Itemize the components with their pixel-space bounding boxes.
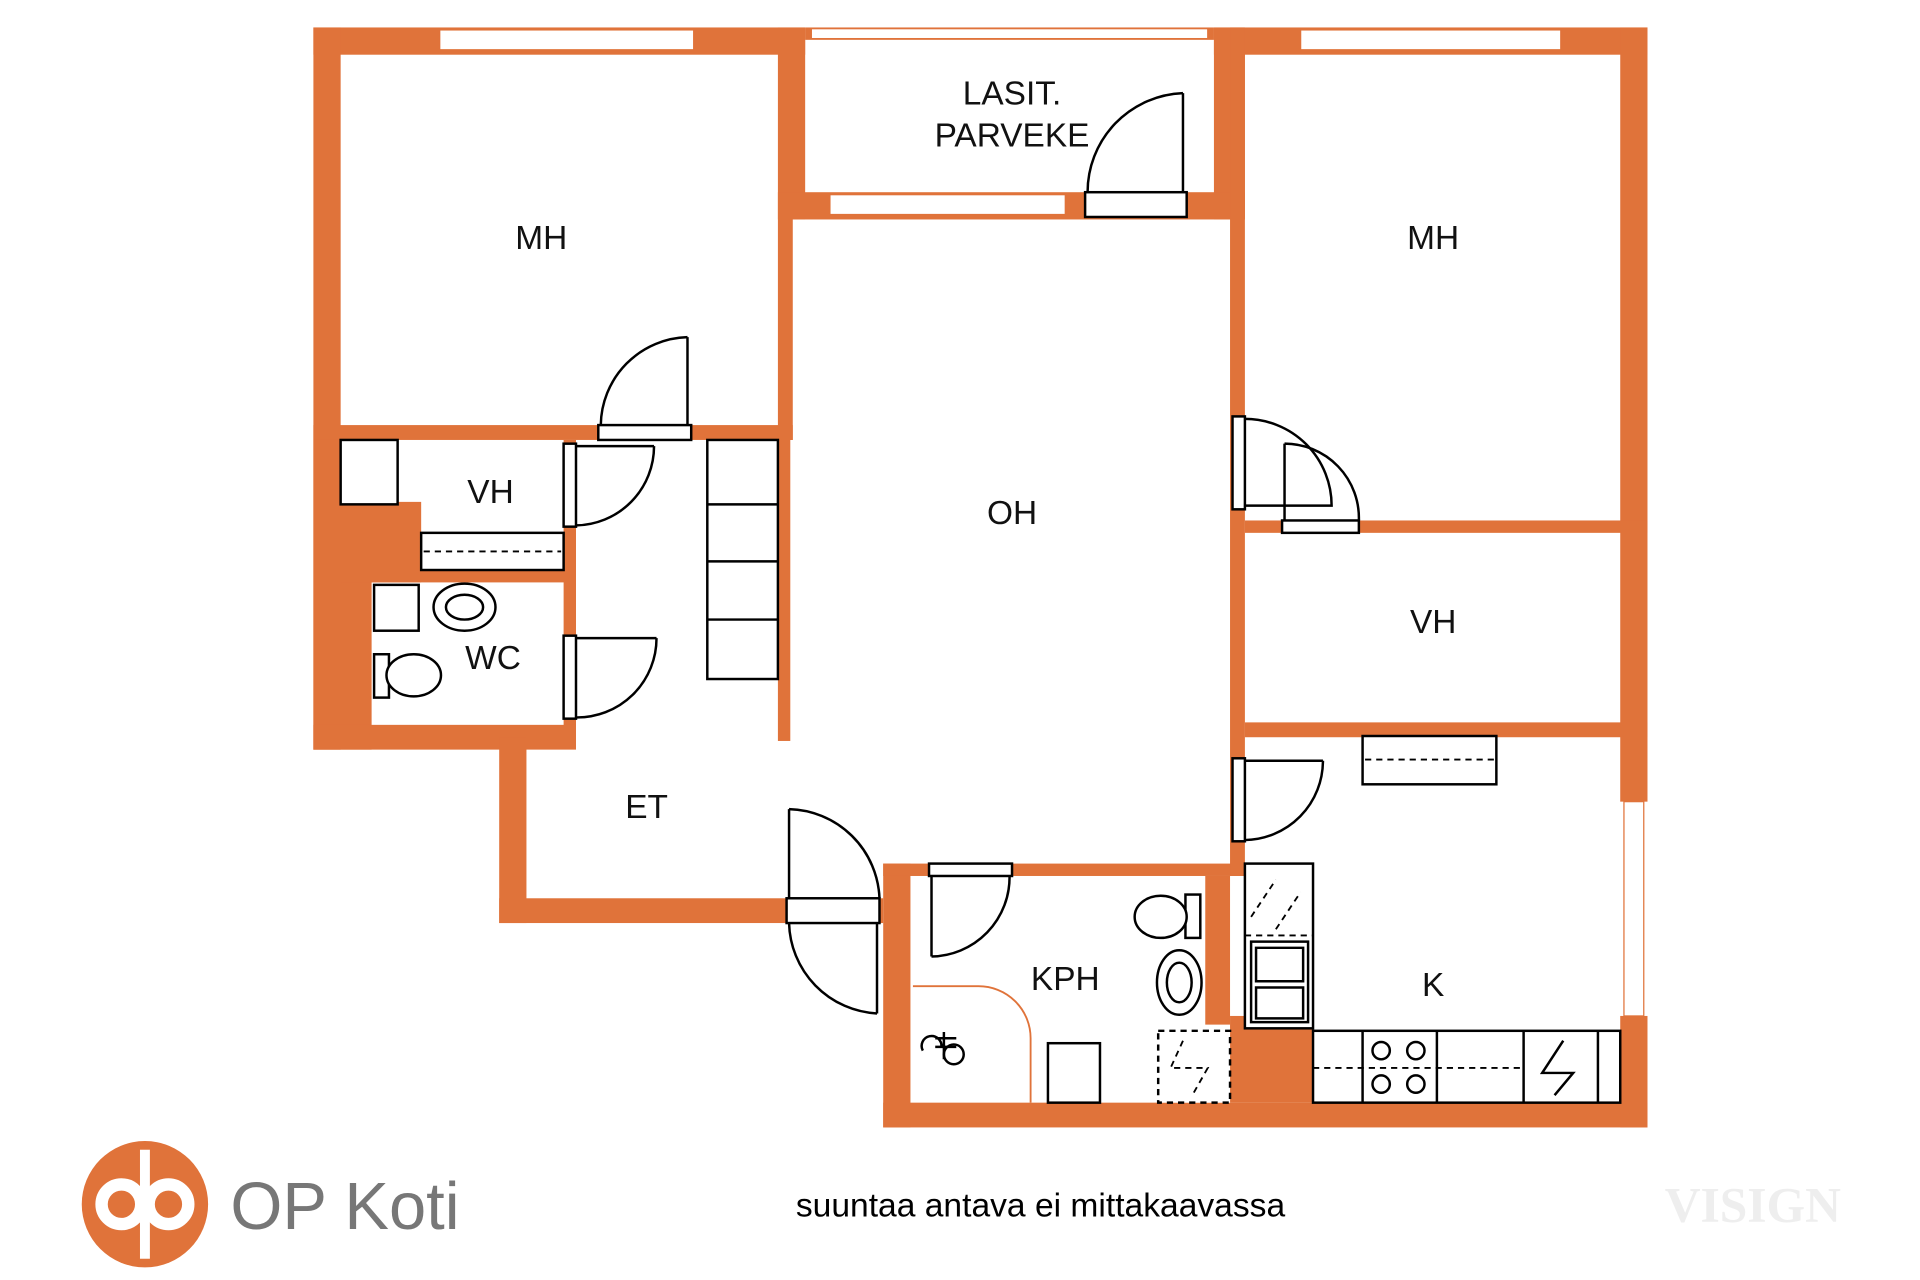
walls — [313, 27, 1648, 1128]
room-label-k: K — [1422, 967, 1444, 1004]
room-label-balcony-1: LASIT. — [963, 75, 1062, 112]
visign-watermark: VISIGN — [1665, 1178, 1841, 1233]
room-label-oh: OH — [987, 495, 1037, 532]
scale-disclaimer: suuntaa antava ei mittakaavassa — [796, 1188, 1286, 1225]
windows — [439, 28, 1645, 1017]
room-label-mh-right: MH — [1407, 220, 1459, 257]
room-label-balcony-2: PARVEKE — [935, 117, 1090, 154]
room-label-vh-left: VH — [467, 474, 513, 511]
doors — [562, 91, 1361, 1015]
room-label-wc: WC — [465, 640, 521, 677]
room-label-vh-right: VH — [1410, 604, 1456, 641]
room-labels: MH LASIT. PARVEKE MH OH VH WC VH ET KPH … — [465, 75, 1459, 1004]
op-koti-logo: OP Koti — [81, 1141, 460, 1268]
fixtures — [339, 438, 1622, 1104]
room-label-et: ET — [625, 789, 668, 826]
room-label-mh-left: MH — [515, 220, 567, 257]
room-label-kph: KPH — [1031, 961, 1100, 998]
logo-text: OP Koti — [230, 1169, 459, 1244]
